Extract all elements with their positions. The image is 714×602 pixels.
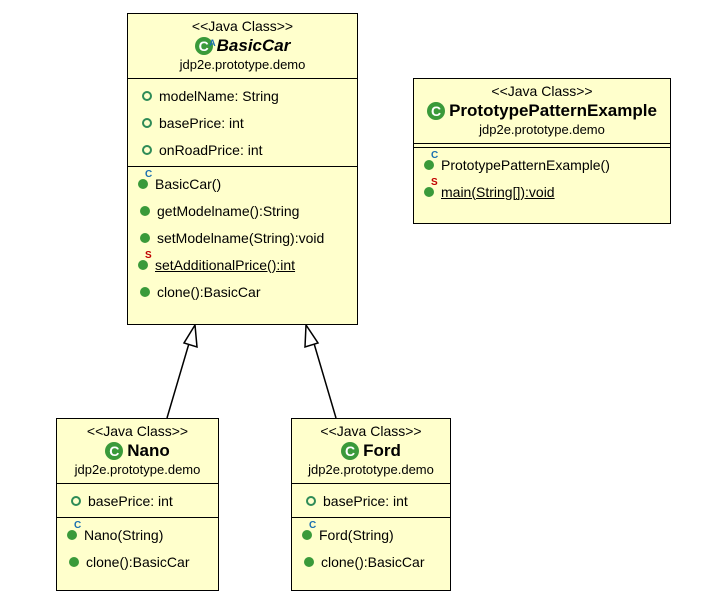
package-field-icon: [142, 144, 152, 155]
public-method-icon: [304, 556, 314, 567]
package-name: jdp2e.prototype.demo: [74, 462, 201, 477]
ford-generalization-arrowhead: [304, 322, 320, 349]
method-row[interactable]: clone():BasicCar: [292, 548, 450, 575]
field-row[interactable]: modelName: String: [128, 82, 357, 109]
method-row[interactable]: getModelname():String: [128, 197, 357, 224]
field-row[interactable]: basePrice: int: [57, 487, 218, 514]
constructor-icon: C: [302, 520, 316, 540]
package-field-icon: [142, 117, 152, 128]
class-prototypepatternexample[interactable]: <<Java Class>> C PrototypePatternExample…: [413, 78, 671, 224]
class-nano-header: <<Java Class>> C Nano jdp2e.prototype.de…: [57, 419, 218, 484]
class-icon: C: [427, 102, 446, 120]
class-nano[interactable]: <<Java Class>> C Nano jdp2e.prototype.de…: [56, 418, 219, 591]
field-row[interactable]: basePrice: int: [292, 487, 450, 514]
class-name: Ford: [363, 441, 401, 460]
stereotype-label: <<Java Class>>: [320, 423, 422, 439]
package-name: jdp2e.prototype.demo: [308, 462, 434, 477]
method-row[interactable]: setModelname(String):void: [128, 224, 357, 251]
package-field-icon: [142, 90, 152, 101]
package-field-icon: [306, 495, 316, 506]
nano-generalization-line: [166, 339, 191, 419]
class-name-row: C Nano: [57, 440, 218, 462]
field-row[interactable]: onRoadPrice: int: [128, 136, 357, 163]
class-ford-header: <<Java Class>> C Ford jdp2e.prototype.de…: [292, 419, 450, 484]
class-icon: C: [105, 442, 124, 460]
fields-section: basePrice: int: [292, 484, 450, 518]
public-method-icon: [69, 556, 79, 567]
stereotype-label: <<Java Class>>: [491, 83, 593, 99]
class-icon: C: [341, 442, 360, 460]
class-name-row: C PrototypePatternExample: [414, 100, 670, 122]
static-method-icon: S: [138, 250, 152, 270]
public-method-icon: [140, 232, 150, 243]
class-ford[interactable]: <<Java Class>> C Ford jdp2e.prototype.de…: [291, 418, 451, 591]
nano-generalization-arrowhead: [182, 322, 198, 349]
method-row[interactable]: clone():BasicCar: [57, 548, 218, 575]
field-row[interactable]: basePrice: int: [128, 109, 357, 136]
static-method-icon: S: [424, 177, 438, 197]
ford-generalization-line: [312, 339, 337, 419]
stereotype-label: <<Java Class>>: [191, 18, 294, 34]
package-name: jdp2e.prototype.demo: [179, 57, 306, 72]
fields-section: modelName: String basePrice: int onRoadP…: [128, 79, 357, 167]
method-row[interactable]: clone():BasicCar: [128, 278, 357, 305]
class-prototypepatternexample-header: <<Java Class>> C PrototypePatternExample…: [414, 79, 670, 144]
constructor-icon: C: [67, 520, 81, 540]
class-name-row: C Ford: [292, 440, 450, 462]
public-method-icon: [140, 286, 150, 297]
constructor-icon: C: [138, 169, 152, 189]
fields-section: basePrice: int: [57, 484, 218, 518]
empty-fields-section: [414, 144, 670, 148]
stereotype-label: <<Java Class>>: [86, 423, 189, 439]
package-field-icon: [71, 495, 81, 506]
class-name: PrototypePatternExample: [449, 101, 657, 120]
class-name: Nano: [127, 441, 170, 460]
constructor-icon: C: [424, 150, 438, 170]
public-method-icon: [140, 205, 150, 216]
class-name: BasicCar: [216, 36, 291, 55]
package-name: jdp2e.prototype.demo: [479, 122, 605, 137]
